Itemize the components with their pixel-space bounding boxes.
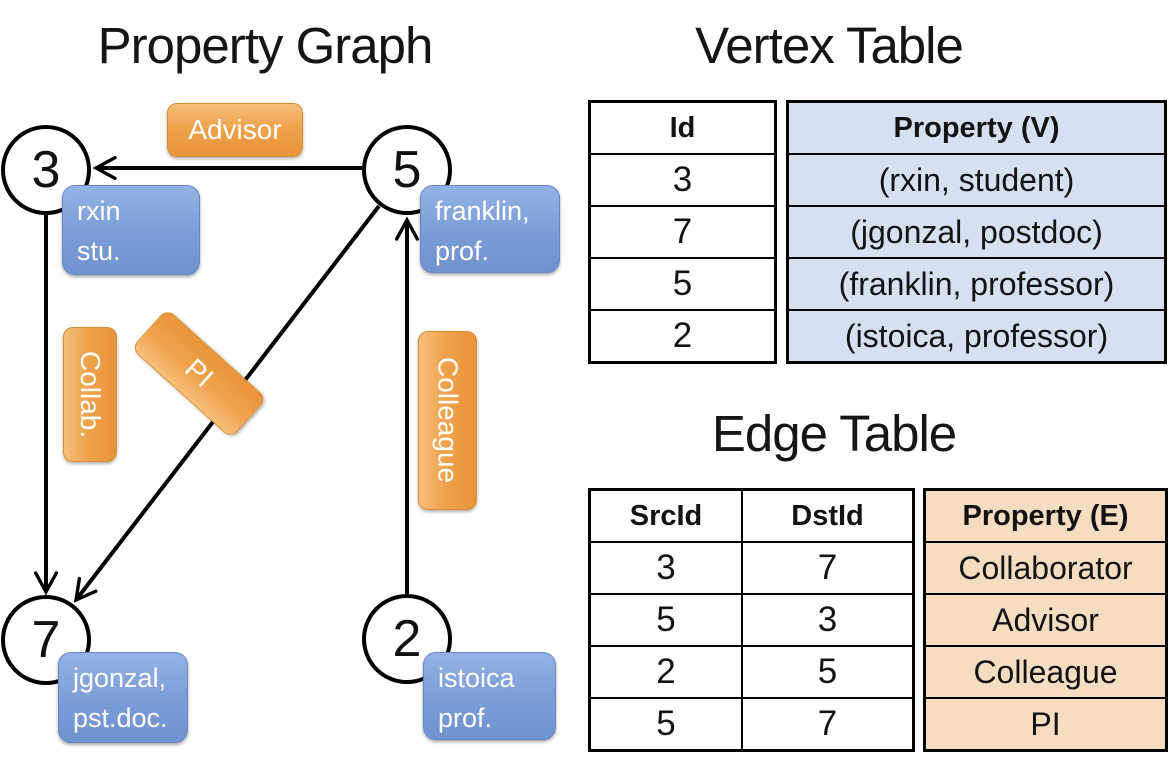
vertex-col-property: Property (V): [786, 100, 1167, 155]
table-row: (rxin, student): [786, 153, 1167, 207]
vertex-prop-box-3: rxin stu.: [62, 185, 200, 275]
vertex-table-title: Vertex Table: [695, 17, 964, 74]
vertex-id-label: 5: [392, 141, 422, 199]
property-graph-title: Property Graph: [97, 17, 434, 74]
vertex-prop-line: jgonzal,: [73, 663, 167, 693]
edge-table-title: Edge Table: [711, 405, 957, 462]
table-row: 3 7: [588, 541, 915, 595]
table-row: Colleague: [923, 645, 1168, 699]
vertex-col-id: Id: [588, 100, 777, 155]
vertex-id-label: 7: [31, 611, 61, 669]
vertex-id-label: 3: [31, 141, 61, 199]
edge-id-table: SrcId DstId 3 7 5 3 2 5 5 7: [588, 488, 915, 752]
vertex-prop-line: franklin,: [435, 196, 530, 226]
table-row: 5: [588, 257, 777, 311]
table-row: 5 3: [588, 593, 915, 647]
vertex-prop-line: prof.: [438, 703, 493, 733]
table-row: PI: [923, 697, 1168, 752]
vertex-id-table: Id 3 7 5 2: [588, 100, 777, 364]
edge-label-collab: Collab.: [63, 327, 117, 462]
edge-col-srcid: SrcId: [588, 488, 743, 543]
table-row: 2 5: [588, 645, 915, 699]
vertex-prop-box-5: franklin, prof.: [420, 185, 560, 273]
edge-col-dstid: DstId: [741, 488, 915, 543]
edge-property-table: Property (E) Collaborator Advisor Collea…: [923, 488, 1168, 752]
table-row: 2: [588, 309, 777, 364]
vertex-prop-box-7: jgonzal, pst.doc.: [58, 652, 188, 743]
vertex-prop-line: rxin: [77, 196, 121, 226]
edge-label-colleague: Colleague: [418, 331, 477, 510]
table-row: (jgonzal, postdoc): [786, 205, 1167, 259]
table-row: 7: [588, 205, 777, 259]
vertex-prop-line: pst.doc.: [73, 703, 168, 733]
table-row: Collaborator: [923, 541, 1168, 595]
edge-label-advisor: Advisor: [167, 103, 303, 157]
table-row: (istoica, professor): [786, 309, 1167, 364]
edge-col-property: Property (E): [923, 488, 1168, 543]
vertex-prop-line: prof.: [435, 236, 490, 266]
vertex-prop-line: stu.: [77, 236, 121, 266]
vertex-property-table: Property (V) (rxin, student) (jgonzal, p…: [786, 100, 1167, 364]
table-row: (franklin, professor): [786, 257, 1167, 311]
vertex-prop-box-2: istoica prof.: [423, 652, 556, 740]
vertex-id-label: 2: [392, 610, 422, 668]
table-row: Advisor: [923, 593, 1168, 647]
vertex-prop-line: istoica: [438, 663, 515, 693]
table-row: 5 7: [588, 697, 915, 752]
vertex-circle-3: 3: [1, 125, 91, 215]
table-row: 3: [588, 153, 777, 207]
